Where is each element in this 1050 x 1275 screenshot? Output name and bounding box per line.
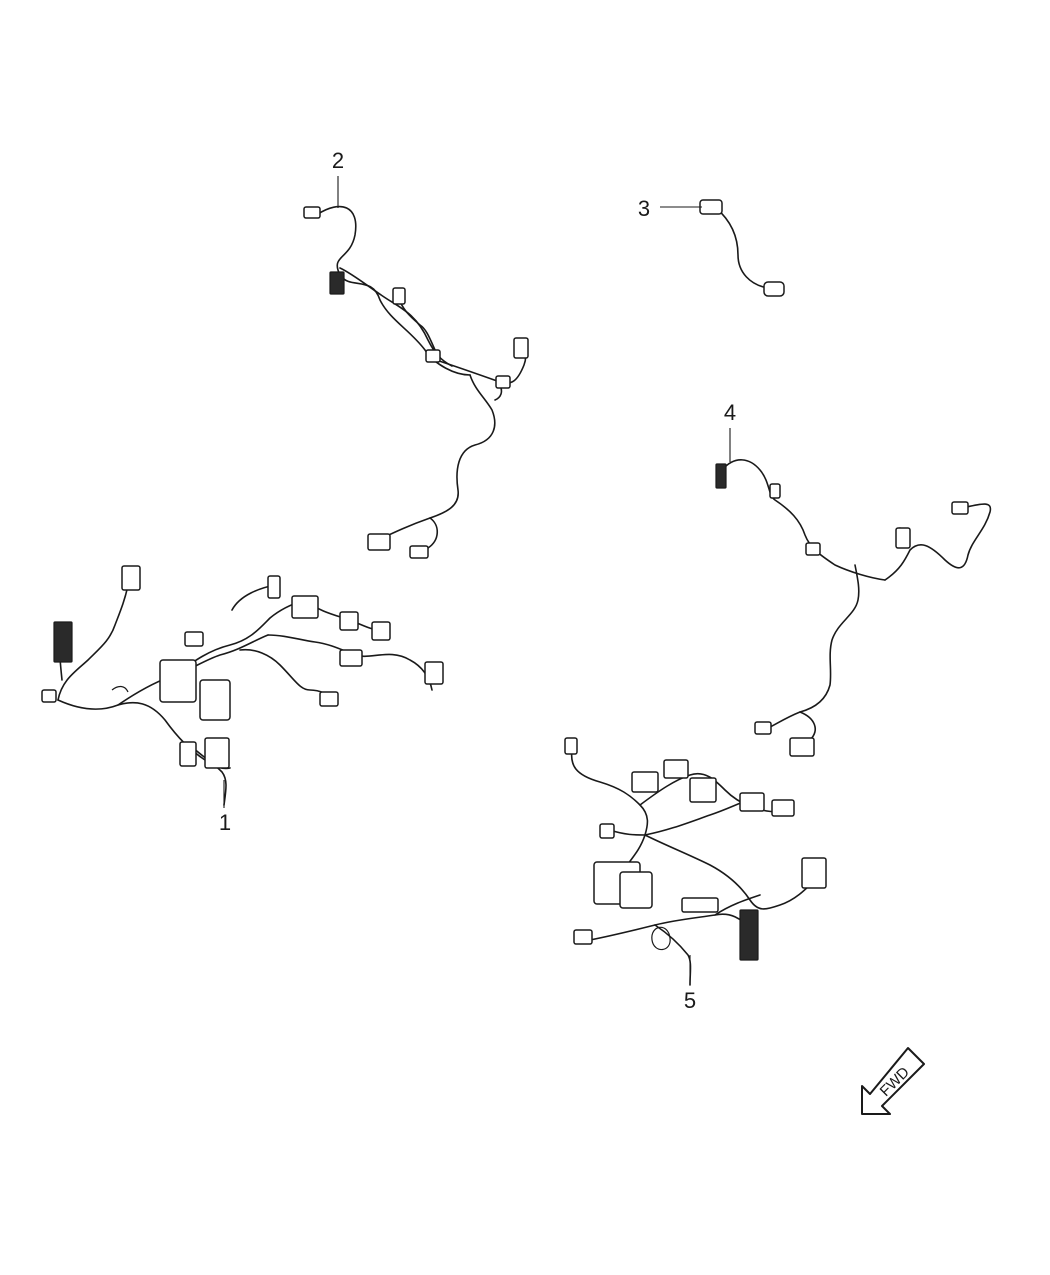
callout-3: 3: [638, 196, 650, 221]
wiring-harness-4: [715, 459, 992, 757]
callout-1: 1: [219, 810, 231, 835]
callout-4: 4: [724, 400, 736, 425]
leader-lines: [223, 176, 731, 985]
wiring-harness-1: [41, 565, 444, 806]
wiring-harness-3: [699, 199, 785, 297]
callout-2: 2: [332, 148, 344, 173]
callout-5: 5: [684, 988, 696, 1013]
forward-direction-arrow-icon: FWD: [861, 1047, 925, 1115]
wiring-harness-2: [303, 205, 529, 559]
wiring-harness-5: [564, 737, 827, 986]
